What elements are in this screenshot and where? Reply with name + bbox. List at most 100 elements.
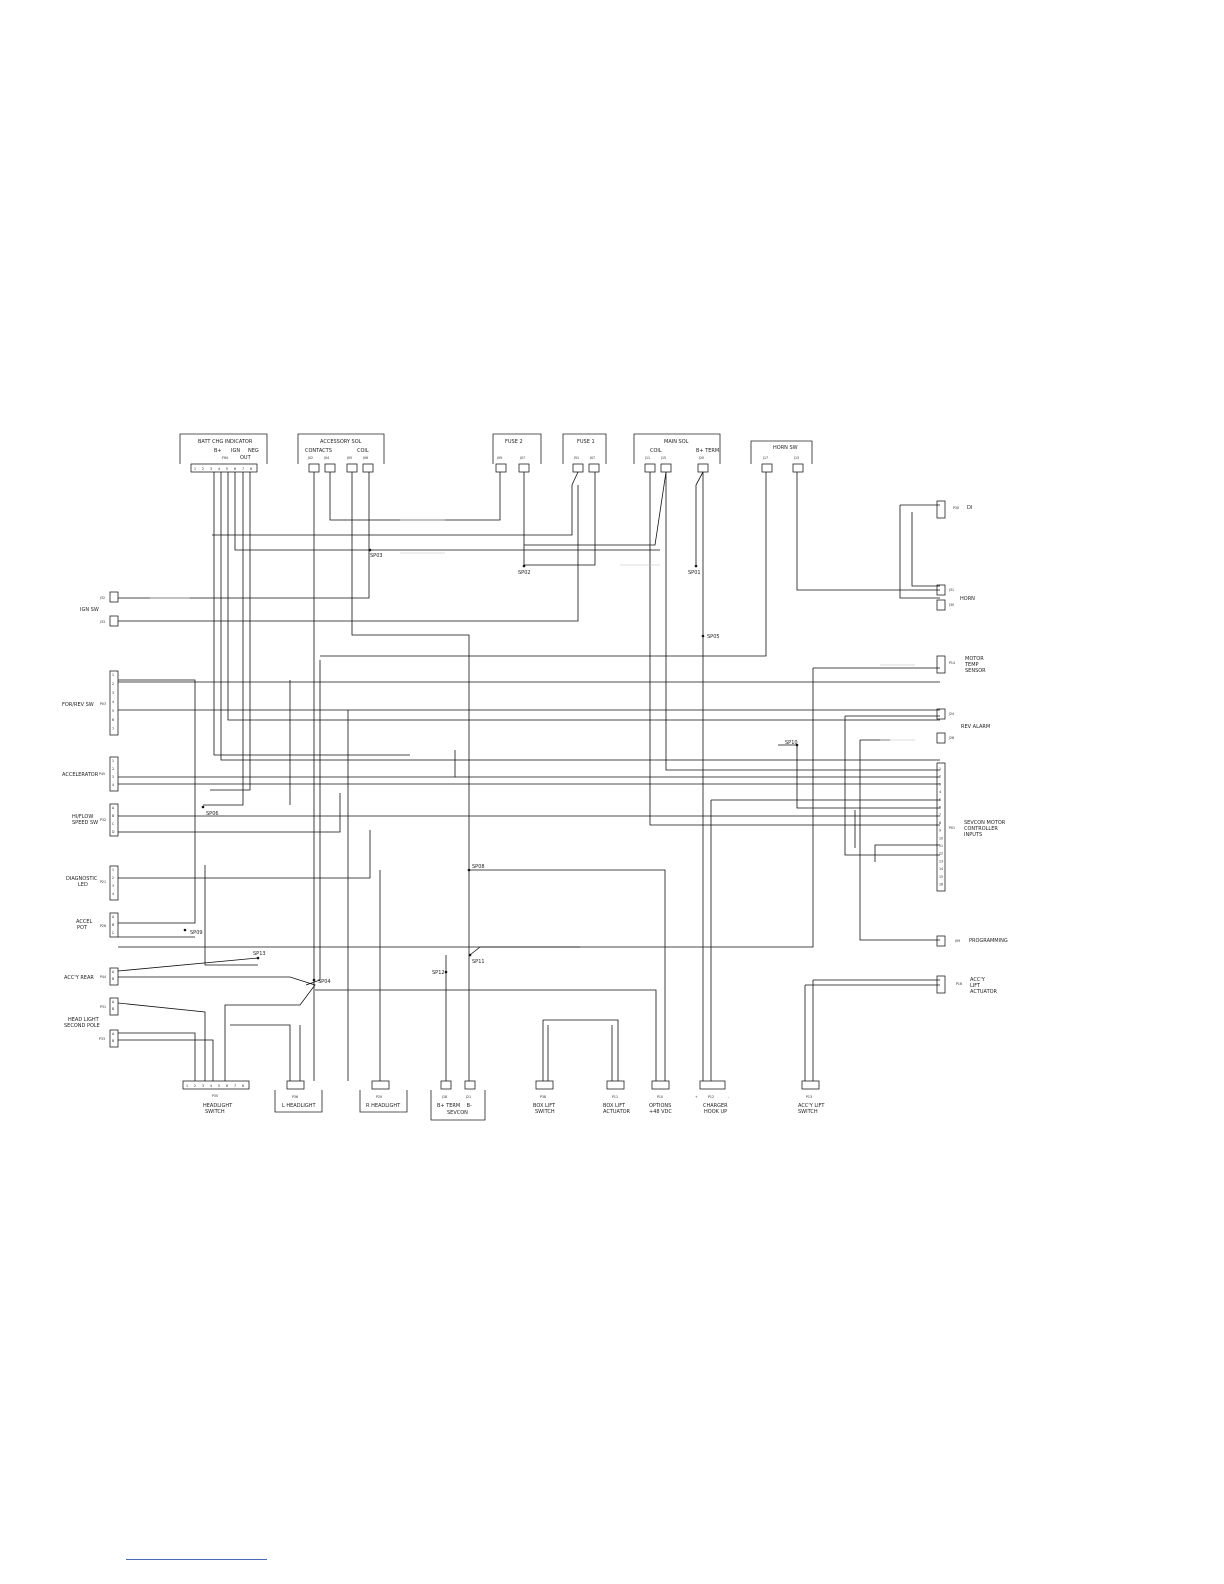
controller-pin-14: 14 <box>939 867 943 871</box>
pin-j11: J11 <box>644 456 650 460</box>
footer-rule <box>126 1559 267 1560</box>
splice-dot-sp05 <box>701 634 705 638</box>
left-pin-2-A: A <box>112 806 115 810</box>
horn: J31 J30 HORN <box>936 584 975 611</box>
charger-hook-up: + P12 - CHARGER HOOK UP <box>695 1080 729 1115</box>
headlight-pin-8: 8 <box>242 1084 244 1088</box>
ref-p45: P45 <box>99 772 105 776</box>
hi-flow-label-1: HI/FLOW <box>72 814 93 820</box>
programming: J09 PROGRAMMING <box>936 935 1008 947</box>
pin-j02: J02 <box>307 456 313 460</box>
left-pin-6-A: A <box>112 1000 115 1004</box>
accel-pot-label-1: ACCEL <box>76 919 92 925</box>
ref-p33: P33 <box>99 1037 105 1041</box>
controller-pin-2: 2 <box>939 775 941 779</box>
left-pin-2-C: C <box>112 822 115 826</box>
box-lift-switch-label-2: SWITCH <box>535 1109 555 1115</box>
diagnostic-label-1: DIAGNOSTIC <box>66 876 98 882</box>
ref-p11: P11 <box>612 1095 618 1099</box>
controller-pin-5: 5 <box>939 798 941 802</box>
left-pin-4-B: B <box>112 923 114 927</box>
hi-flow-speed-sw: HI/FLOW SPEED SW P32 <box>72 803 119 837</box>
l-headlight: P36 L HEADLIGHT <box>274 1080 323 1113</box>
charger-label-2: HOOK UP <box>704 1109 727 1115</box>
accessory-sol-coil-label: COIL <box>357 448 369 454</box>
pin-j07-fuse1: J07 <box>589 456 595 460</box>
left-pin-5-B: B <box>112 977 114 981</box>
batt-pin-6: 6 <box>234 467 236 471</box>
controller-pin-12: 12 <box>939 852 943 856</box>
batt-pin-5: 5 <box>226 467 228 471</box>
left-pin-3-1: 1 <box>112 868 114 872</box>
accy-lift-act-label-1: ACC'Y <box>970 977 986 983</box>
splice-label-sp01: SP01 <box>688 570 701 576</box>
sevcon-label: SEVCON <box>447 1110 468 1116</box>
batt-pin-2: 2 <box>202 467 204 471</box>
pin-j05: J05 <box>346 456 352 460</box>
ref-p44: P44 <box>100 975 106 979</box>
left-pin-0-6: 6 <box>112 718 114 722</box>
left-pin-1-1: 1 <box>112 759 114 763</box>
headlight-switch-label-1: HEADLIGHT <box>203 1103 233 1109</box>
ref-p12: P12 <box>708 1095 714 1099</box>
pin-j33: J33 <box>99 620 105 624</box>
accessory-sol-title: ACCESSORY SOL <box>320 439 362 445</box>
batt-pin-8: 8 <box>250 467 252 471</box>
ref-p26: P26 <box>100 924 106 928</box>
controller-pin-9: 9 <box>939 829 941 833</box>
splice-dot-sp06 <box>201 805 205 809</box>
for-rev-sw: FOR/REV SW P03 <box>62 670 119 736</box>
sevcon-controller-inputs: P01 SEVCON MOTOR CONTROLLER INPUTS 12345… <box>936 762 1006 892</box>
pin-j31: J31 <box>948 588 954 592</box>
options-label-1: OPTIONS <box>649 1103 671 1109</box>
diagnostic-led: DIAGNOSTIC LED P21 <box>66 865 119 901</box>
sevcon-power: J18 J21 B+ TERM B- SEVCON <box>430 1080 486 1121</box>
batt-chg-fin-label: FIN <box>222 456 228 460</box>
rev-alarm-label: REV ALARM <box>961 724 990 730</box>
box-lift-switch: P38 BOX LIFT SWITCH <box>533 1080 556 1115</box>
splice-label-sp08: SP08 <box>472 864 485 870</box>
ref-j28: J28 <box>948 736 954 740</box>
box-lift-actuator-label-1: BOX LIFT <box>603 1103 626 1109</box>
main-sol-coil-label: COIL <box>650 448 662 454</box>
left-pin-6-B: B <box>112 1007 114 1011</box>
controller-pin-10: 10 <box>939 836 943 840</box>
ref-j21: J21 <box>465 1095 471 1099</box>
splice-dot-sp11 <box>468 953 472 957</box>
controller-pin-8: 8 <box>939 821 941 825</box>
left-pin-2-B: B <box>112 814 114 818</box>
accy-rear-label: ACC'Y REAR <box>64 975 94 981</box>
horn-sw-title: HORN SW <box>773 445 798 451</box>
pin-j07-fuse2: J07 <box>519 456 525 460</box>
ign-sw: J32 J33 IGN SW <box>80 591 119 627</box>
pin-j51: J51 <box>573 456 579 460</box>
p30-extra: DI <box>967 505 972 511</box>
left-pin-5-A: A <box>112 970 115 974</box>
pin-j13: J13 <box>793 456 799 460</box>
ref-p30: P30 <box>953 506 959 510</box>
motor-temp-sensor: P14 MOTOR TEMP SENSOR <box>936 655 986 674</box>
splice-dot-sp03 <box>368 548 372 552</box>
head-light-label-2: SECOND POLE <box>64 1023 100 1029</box>
batt-chg-connector <box>190 463 258 473</box>
for-rev-sw-label: FOR/REV SW <box>62 702 94 708</box>
left-pin-0-7: 7 <box>112 727 114 731</box>
splice-dot-sp08 <box>467 868 471 872</box>
ref-p13: P13 <box>806 1095 812 1099</box>
p30-connector: P30 DI <box>936 500 972 519</box>
splice-dot-sp02 <box>522 564 526 568</box>
left-pin-7-A: A <box>112 1032 115 1036</box>
ref-p14: P14 <box>949 661 955 665</box>
head-light-label-1: HEAD LIGHT <box>68 1017 100 1023</box>
batt-pin-7: 7 <box>242 467 244 471</box>
left-pin-7-B: B <box>112 1039 114 1043</box>
pin-j20: J20 <box>698 456 704 460</box>
ref-p32: P32 <box>100 818 106 822</box>
accelerator-label: ACCELERATOR <box>62 772 99 778</box>
left-pin-4-C: C <box>112 931 115 935</box>
controller-pin-1: 1 <box>939 767 941 771</box>
ref-p01: P01 <box>949 826 955 830</box>
accel-pot-label-2: POT <box>77 925 88 931</box>
fuse-1: FUSE 1 J51 J07 <box>562 433 607 473</box>
